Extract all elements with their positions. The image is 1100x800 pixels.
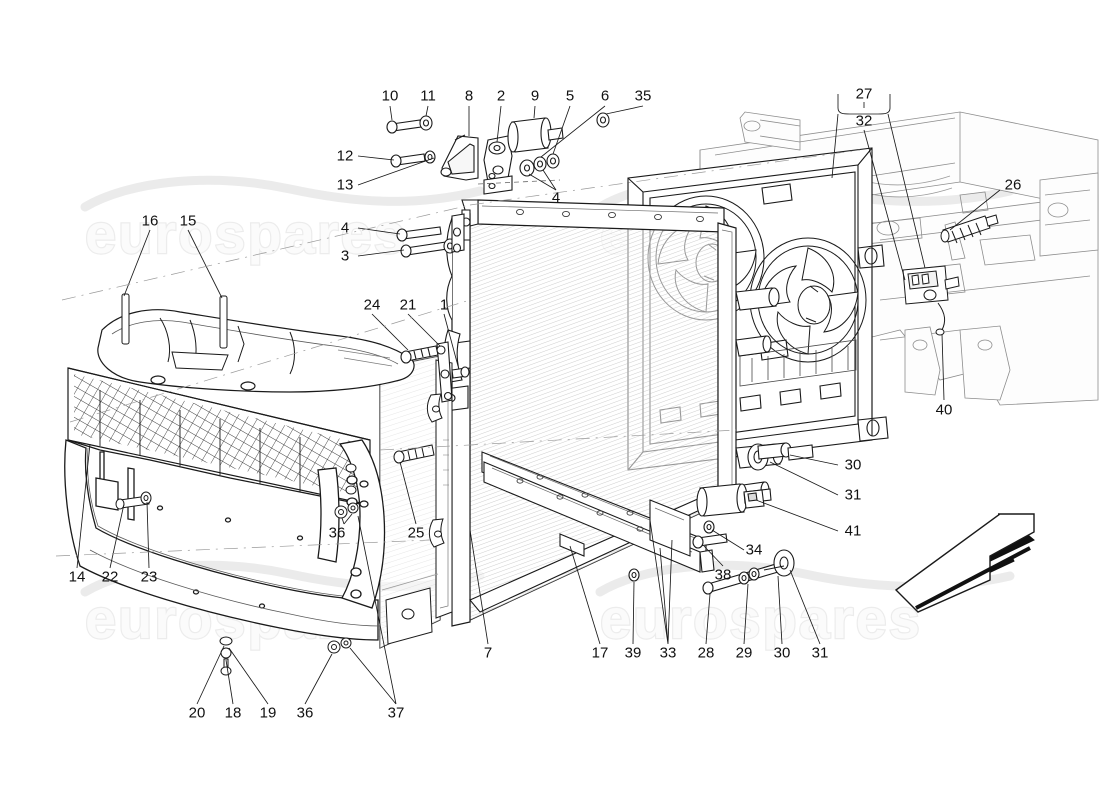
callout-29[interactable]: 29 bbox=[735, 644, 753, 662]
callout-1[interactable]: 1 bbox=[439, 296, 449, 314]
callout-30-lower[interactable]: 30 bbox=[773, 644, 791, 662]
front-grille bbox=[67, 367, 371, 506]
callout-4-left[interactable]: 4 bbox=[340, 219, 350, 237]
callout-14[interactable]: 14 bbox=[68, 568, 86, 586]
callout-6[interactable]: 6 bbox=[600, 87, 610, 105]
callout-41[interactable]: 41 bbox=[844, 522, 862, 540]
right-lower-hardware bbox=[628, 442, 814, 595]
callout-32[interactable]: 32 bbox=[855, 112, 873, 130]
callout-9[interactable]: 9 bbox=[530, 87, 540, 105]
callout-2[interactable]: 2 bbox=[496, 87, 506, 105]
part-32-connector bbox=[902, 265, 960, 336]
callout-12[interactable]: 12 bbox=[336, 147, 354, 165]
callout-13[interactable]: 13 bbox=[336, 176, 354, 194]
callout-21[interactable]: 21 bbox=[399, 296, 417, 314]
leader-lines bbox=[76, 94, 1001, 705]
callout-7[interactable]: 7 bbox=[483, 644, 493, 662]
callout-31-upper[interactable]: 31 bbox=[844, 486, 862, 504]
svg-text:eurospares: eurospares bbox=[85, 202, 407, 265]
construction-lines bbox=[55, 149, 861, 557]
airflow-direction-arrow bbox=[894, 513, 1035, 613]
condenser bbox=[379, 355, 453, 649]
callout-22[interactable]: 22 bbox=[101, 568, 119, 586]
part-25-screw bbox=[393, 444, 435, 464]
air-intake-duct bbox=[97, 309, 415, 393]
svg-text:eurospares: eurospares bbox=[600, 587, 922, 650]
callout-35[interactable]: 35 bbox=[634, 87, 652, 105]
callout-20[interactable]: 20 bbox=[188, 704, 206, 722]
bracket-cluster-21-24-1 bbox=[400, 341, 470, 403]
callout-4-upper[interactable]: 4 bbox=[551, 189, 561, 207]
callout-33[interactable]: 33 bbox=[659, 644, 677, 662]
callout-3[interactable]: 3 bbox=[340, 247, 350, 265]
part-26-stud bbox=[940, 214, 999, 244]
callout-36-lower[interactable]: 36 bbox=[296, 704, 314, 722]
callout-30-upper[interactable]: 30 bbox=[844, 456, 862, 474]
callout-5[interactable]: 5 bbox=[565, 87, 575, 105]
hardware-36-mid bbox=[334, 463, 359, 519]
callout-36-mid[interactable]: 36 bbox=[328, 524, 346, 542]
callout-17[interactable]: 17 bbox=[591, 644, 609, 662]
callout-40[interactable]: 40 bbox=[935, 401, 953, 419]
callout-16[interactable]: 16 bbox=[141, 212, 159, 230]
callout-19[interactable]: 19 bbox=[259, 704, 277, 722]
svg-text:eurospares: eurospares bbox=[600, 587, 922, 650]
callout-28[interactable]: 28 bbox=[697, 644, 715, 662]
svg-text:eurospares: eurospares bbox=[85, 202, 407, 265]
callout-24[interactable]: 24 bbox=[363, 296, 381, 314]
part-16-15-pins bbox=[121, 293, 228, 349]
callout-23[interactable]: 23 bbox=[140, 568, 158, 586]
hardware-20-18-19 bbox=[219, 636, 233, 676]
callout-38[interactable]: 38 bbox=[714, 566, 732, 584]
callout-39[interactable]: 39 bbox=[624, 644, 642, 662]
callout-37[interactable]: 37 bbox=[387, 704, 405, 722]
callout-8[interactable]: 8 bbox=[464, 87, 474, 105]
callout-25[interactable]: 25 bbox=[407, 524, 425, 542]
callout-34[interactable]: 34 bbox=[745, 541, 763, 559]
hardware-36-bottom bbox=[327, 637, 352, 654]
top-hardware-cluster bbox=[386, 112, 610, 258]
callout-26[interactable]: 26 bbox=[1004, 176, 1022, 194]
callout-10[interactable]: 10 bbox=[381, 87, 399, 105]
callout-11[interactable]: 11 bbox=[420, 87, 436, 105]
lower-support-rail bbox=[481, 451, 715, 573]
callout-31-lower[interactable]: 31 bbox=[811, 644, 829, 662]
callout-27[interactable]: 27 bbox=[855, 85, 873, 103]
callout-15[interactable]: 15 bbox=[179, 212, 197, 230]
callout-18[interactable]: 18 bbox=[224, 704, 242, 722]
